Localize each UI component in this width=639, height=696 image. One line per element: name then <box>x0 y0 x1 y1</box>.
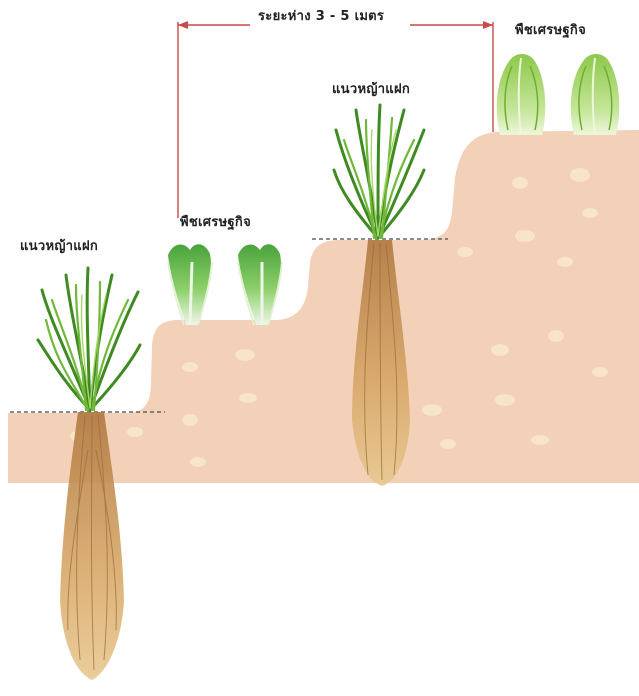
vetiver-grass-center <box>334 105 424 238</box>
napa-cabbage-plant-2 <box>571 54 619 135</box>
bok-choy-plant-2 <box>238 244 282 325</box>
spacing-label: ระยะห่าง 3 - 5 เมตร <box>258 5 384 26</box>
vetiver-row-label-center: แนวหญ้าแฝก <box>332 78 410 99</box>
vetiver-grass-left <box>38 268 140 410</box>
economic-crop-label-middle: พืชเศรษฐกิจ <box>180 211 251 232</box>
spacing-bracket <box>178 21 493 218</box>
napa-cabbage-plant-1 <box>497 54 545 135</box>
bok-choy-plant-1 <box>168 244 212 325</box>
economic-crop-label-top: พืชเศรษฐกิจ <box>515 19 586 40</box>
vetiver-row-label-left: แนวหญ้าแฝก <box>20 235 98 256</box>
